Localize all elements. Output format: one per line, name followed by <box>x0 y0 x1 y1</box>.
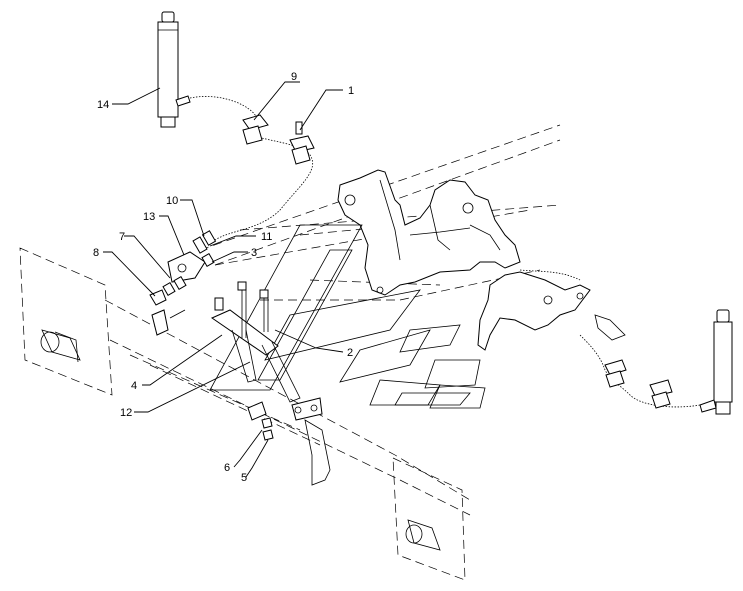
mounting-bracket <box>210 281 331 486</box>
nuts <box>261 417 274 441</box>
callout-8: 8 <box>93 247 99 259</box>
callout-5: 5 <box>241 472 247 484</box>
callout-6: 6 <box>224 462 230 474</box>
callout-labels: 1 2 3 4 5 6 7 8 9 10 11 12 13 14 <box>93 71 354 484</box>
hitch-frame <box>337 169 626 351</box>
callout-7: 7 <box>119 231 125 243</box>
valve-block-assembly <box>149 230 224 336</box>
left-counterweight-plate <box>19 247 113 396</box>
callout-2: 2 <box>347 347 353 359</box>
callout-14: 14 <box>97 99 109 111</box>
callout-10: 10 <box>166 195 178 207</box>
callout-12: 12 <box>120 407 132 419</box>
callout-9: 9 <box>291 71 297 83</box>
callout-4: 4 <box>131 380 137 392</box>
right-counterweight-plate <box>392 457 466 581</box>
hose-clamps <box>242 114 673 409</box>
callout-11: 11 <box>261 231 272 243</box>
leader-lines <box>103 81 344 478</box>
hydraulic-cylinder-right <box>699 309 733 415</box>
callout-3: 3 <box>251 247 257 259</box>
hydraulic-cylinder-left <box>157 11 191 128</box>
callout-1: 1 <box>348 85 354 97</box>
callout-13: 13 <box>143 211 155 223</box>
